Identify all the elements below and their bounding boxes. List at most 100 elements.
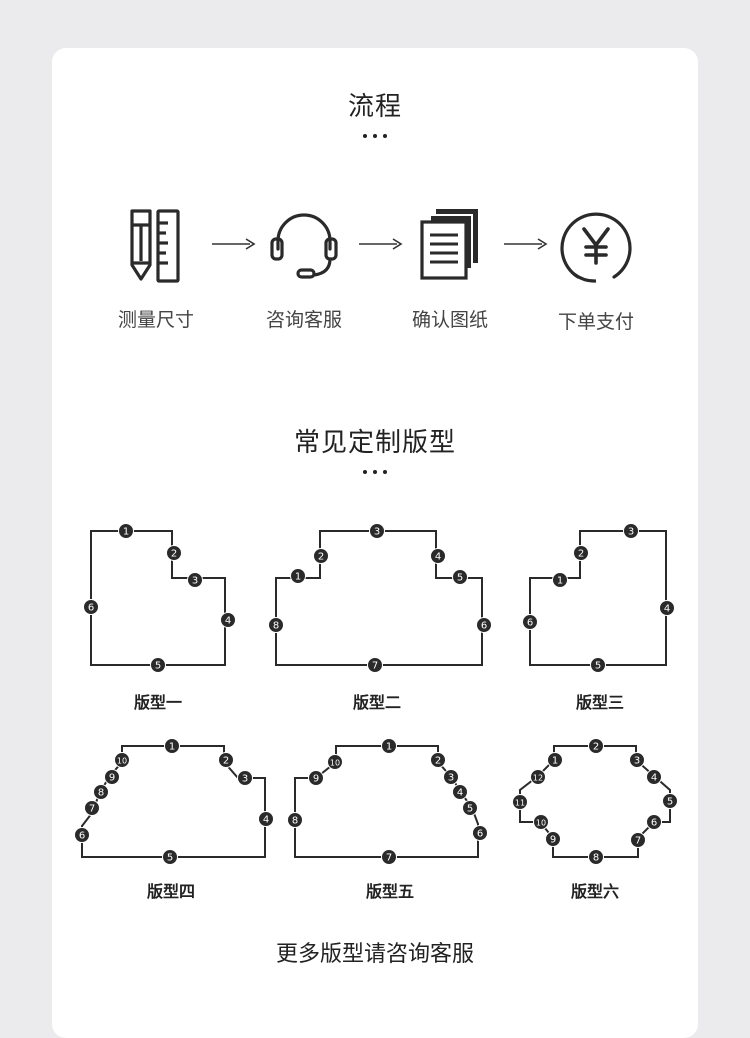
edge-marker-label: 3 — [374, 527, 380, 538]
edge-marker: 8 — [588, 849, 604, 865]
edge-marker: 2 — [218, 752, 234, 768]
arrow-right-icon — [504, 238, 548, 250]
layout-caption-5: 版型五 — [365, 882, 414, 901]
edge-marker: 5 — [590, 657, 606, 673]
edge-marker: 10 — [327, 754, 343, 770]
edge-marker-label: 1 — [557, 576, 563, 587]
edge-marker: 7 — [84, 800, 100, 816]
layout-outline-5 — [294, 745, 479, 858]
edge-marker: 3 — [369, 523, 385, 539]
edge-marker-label: 5 — [595, 661, 601, 672]
arrow-right-icon — [212, 238, 256, 250]
edge-marker: 5 — [462, 800, 478, 816]
edge-marker: 9 — [308, 770, 324, 786]
layout-outline-4 — [81, 745, 266, 858]
layout-outline-1 — [90, 530, 226, 666]
yuan-coin-icon — [560, 212, 632, 283]
footer-text: 更多版型请咨询客服 — [275, 942, 474, 967]
edge-marker-label: 5 — [167, 853, 173, 864]
edge-marker-label: 6 — [79, 831, 85, 842]
edge-marker-label: 5 — [155, 661, 161, 672]
step-label: 确认图纸 — [411, 309, 488, 331]
edge-marker: 2 — [166, 545, 182, 561]
edge-marker-label: 1 — [169, 742, 175, 753]
step-label: 咨询客服 — [265, 309, 342, 331]
edge-marker: 6 — [74, 827, 90, 843]
title-dots — [0, 128, 750, 141]
edge-marker: 3 — [623, 523, 639, 539]
edge-marker: 4 — [452, 784, 468, 800]
edge-marker-label: 4 — [664, 604, 670, 615]
edge-marker-label: 10 — [330, 759, 340, 768]
layout-diagrams: 1234561234567812345612345678910123456789… — [74, 523, 678, 865]
edge-marker: 3 — [443, 769, 459, 785]
edge-marker-label: 1 — [552, 756, 558, 767]
layout-outline-2 — [275, 530, 483, 666]
edge-marker: 6 — [646, 814, 662, 830]
documents-icon — [420, 209, 478, 280]
step-confirm: 确认图纸 — [380, 205, 520, 332]
edge-marker-label: 4 — [263, 815, 269, 826]
layouts-title: 常见定制版型 — [293, 428, 456, 458]
edge-marker-label: 8 — [273, 621, 279, 632]
edge-marker: 8 — [93, 784, 109, 800]
edge-marker-label: 7 — [635, 836, 641, 847]
step-measure: 测量尺寸 — [86, 205, 226, 332]
edge-marker-label: 7 — [89, 804, 95, 815]
edge-marker-label: 3 — [634, 756, 640, 767]
edge-marker-label: 10 — [117, 757, 127, 766]
title-dots — [0, 464, 750, 477]
edge-marker: 7 — [381, 849, 397, 865]
edge-marker-label: 11 — [515, 799, 525, 808]
edge-marker: 5 — [662, 793, 678, 809]
step-consult: 咨询客服 — [234, 205, 374, 332]
edge-marker: 6 — [476, 617, 492, 633]
edge-marker-label: 3 — [628, 527, 634, 538]
edge-marker-label: 2 — [593, 742, 599, 753]
edge-marker-label: 2 — [318, 552, 324, 563]
edge-marker-label: 9 — [109, 773, 115, 784]
edge-marker-label: 1 — [386, 742, 392, 753]
edge-marker: 2 — [588, 738, 604, 754]
layout-caption-4: 版型四 — [146, 882, 195, 901]
edge-marker: 11 — [512, 794, 528, 810]
edge-marker-label: 7 — [386, 853, 392, 864]
step-pay: 下单支付 — [526, 207, 666, 334]
edge-marker-label: 5 — [667, 797, 673, 808]
edge-marker-label: 8 — [98, 788, 104, 799]
layout-outline-3 — [529, 530, 667, 666]
edge-marker-label: 4 — [435, 552, 441, 563]
edge-marker-label: 3 — [242, 774, 248, 785]
edge-marker: 1 — [164, 738, 180, 754]
edge-marker-label: 1 — [295, 572, 301, 583]
edge-marker: 3 — [237, 770, 253, 786]
edge-marker-label: 4 — [225, 616, 231, 627]
edge-marker: 10 — [114, 752, 130, 768]
edge-marker: 1 — [290, 568, 306, 584]
edge-marker-label: 1 — [123, 527, 129, 538]
edge-marker-label: 8 — [292, 816, 298, 827]
arrow-right-icon — [359, 238, 403, 250]
edge-marker: 5 — [150, 657, 166, 673]
edge-marker: 5 — [452, 569, 468, 585]
edge-marker-label: 2 — [223, 756, 229, 767]
edge-marker: 4 — [258, 811, 274, 827]
edge-marker: 7 — [630, 832, 646, 848]
edge-marker: 8 — [287, 812, 303, 828]
edge-marker: 1 — [547, 752, 563, 768]
edge-marker: 6 — [83, 599, 99, 615]
ruler-pencil-icon — [130, 209, 180, 283]
edge-marker: 2 — [313, 548, 329, 564]
step-label: 测量尺寸 — [117, 309, 194, 331]
edge-marker: 6 — [522, 614, 538, 630]
edge-marker: 4 — [220, 612, 236, 628]
edge-marker-label: 10 — [536, 819, 546, 828]
edge-marker-label: 9 — [313, 774, 319, 785]
edge-marker-label: 8 — [593, 853, 599, 864]
edge-marker: 12 — [530, 769, 546, 785]
edge-marker-label: 5 — [467, 804, 473, 815]
edge-marker-label: 6 — [477, 829, 483, 840]
edge-marker-label: 9 — [550, 835, 556, 846]
edge-marker-label: 6 — [88, 603, 94, 614]
edge-marker: 9 — [104, 769, 120, 785]
